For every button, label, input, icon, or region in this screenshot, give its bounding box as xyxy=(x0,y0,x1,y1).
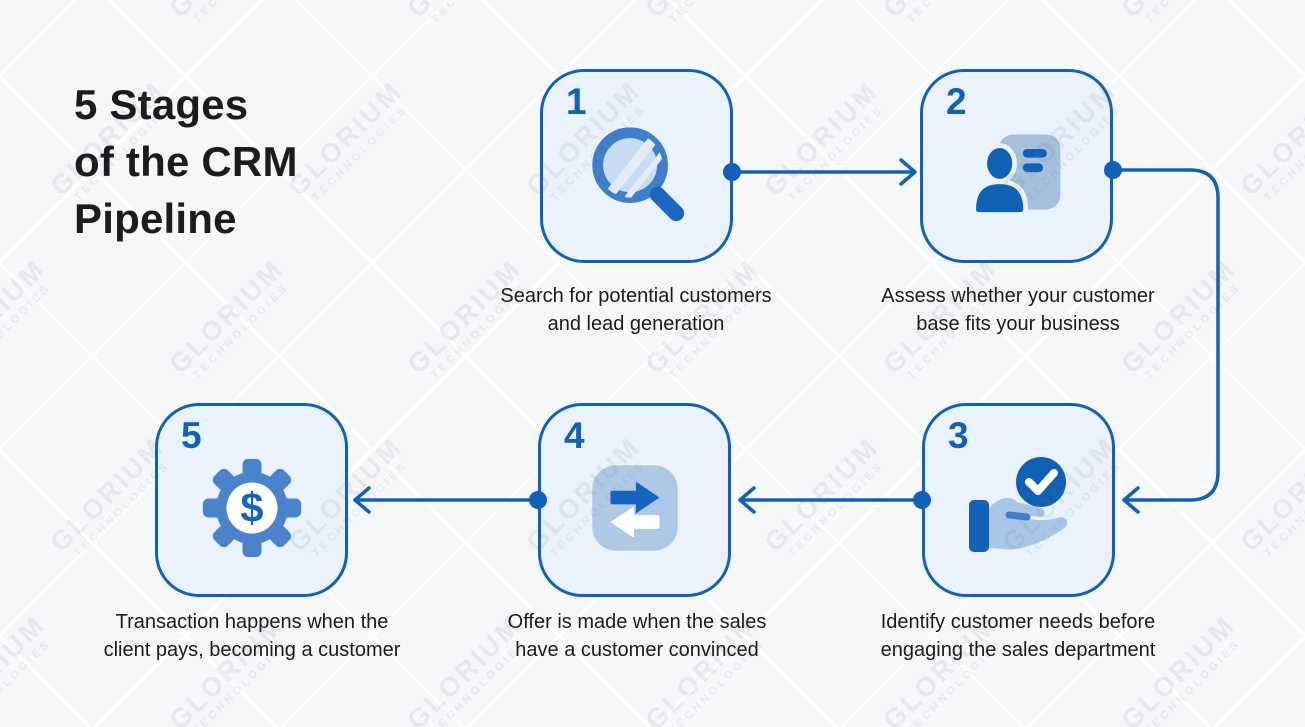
left-arrow-glyph xyxy=(609,506,660,538)
page-title: 5 Stages of the CRM Pipeline xyxy=(74,76,298,247)
customer-profile-card-icon xyxy=(970,134,1060,217)
stage-2-number: 2 xyxy=(946,81,967,122)
stage-1-caption: Search for potential customers and lead … xyxy=(500,285,772,335)
stage-5-caption: Transaction happens when the client pays… xyxy=(103,611,401,661)
stage-1-number: 1 xyxy=(566,81,587,122)
stage-3-number: 3 xyxy=(948,415,969,456)
page-title-line-3: Pipeline xyxy=(74,195,237,242)
magnifier-search-icon xyxy=(591,127,684,222)
stage-4-caption: Offer is made when the sales have a cust… xyxy=(507,611,767,661)
stage-1-box: 1 xyxy=(540,69,733,263)
offer-exchange-arrows-icon xyxy=(591,465,678,551)
dollar-glyph: $ xyxy=(240,484,263,531)
connector-stage1-stage2 xyxy=(723,158,917,186)
connector-stage4-stage5 xyxy=(353,486,547,514)
stage-3-caption: Identify customer needs before engaging … xyxy=(880,611,1156,661)
stage-3-box: 3 xyxy=(922,403,1115,597)
gear-dollar-transaction-icon: $ xyxy=(202,458,301,558)
hand-offering-check-icon xyxy=(968,457,1067,552)
right-arrow-glyph xyxy=(609,481,660,514)
stage-4-box: 4 xyxy=(538,403,731,597)
stage-2-caption: Assess whether your customer base fits y… xyxy=(881,285,1155,335)
connector-stage3-stage4 xyxy=(738,486,931,514)
page-title-line-2: of the CRM xyxy=(74,138,298,185)
stage-2-box: 2 xyxy=(920,69,1113,263)
stage-5-box: 5 $ xyxy=(155,403,348,597)
stage-5-number: 5 xyxy=(181,415,202,456)
stage-4-number: 4 xyxy=(564,415,585,456)
page-title-line-1: 5 Stages xyxy=(74,81,249,128)
